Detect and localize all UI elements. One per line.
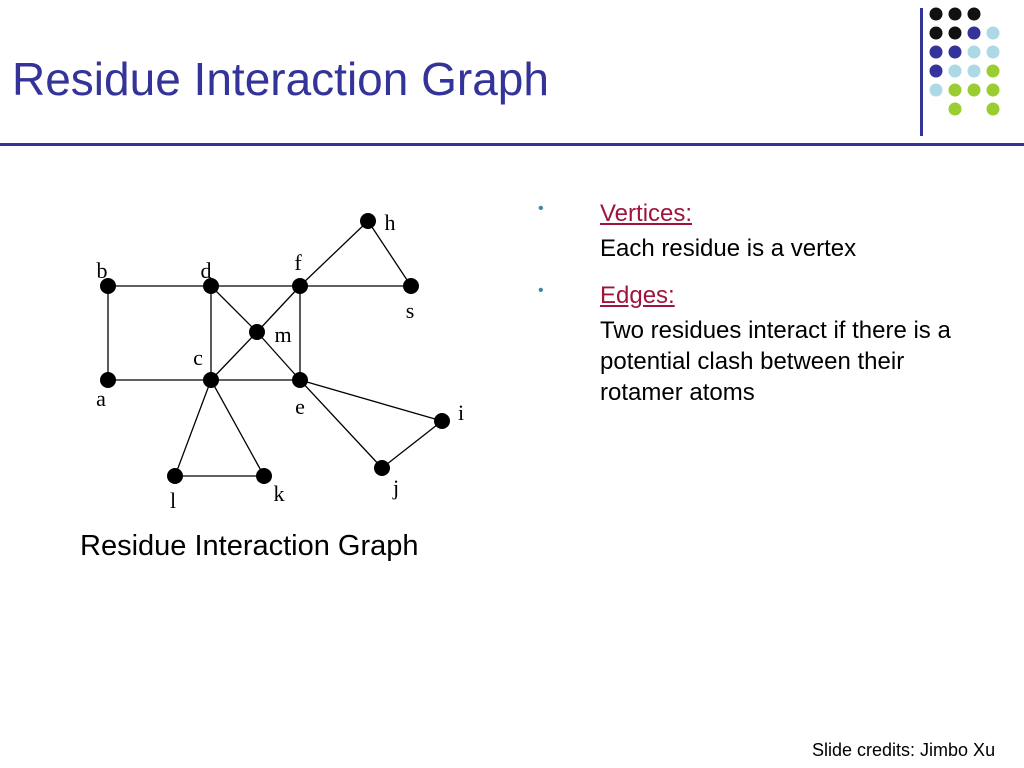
graph-edge-c-k bbox=[210, 379, 265, 477]
graph-vertex-j bbox=[374, 460, 390, 476]
graph-vertex-label-j: j bbox=[392, 475, 399, 500]
decor-dot bbox=[967, 45, 981, 59]
graph-vertex-s bbox=[403, 278, 419, 294]
graph-edge-h-s bbox=[367, 220, 412, 287]
decor-dot bbox=[948, 7, 962, 21]
bullet-vertices: • Vertices: Each residue is a vertex bbox=[538, 198, 998, 264]
graph-vertex-label-m: m bbox=[274, 322, 291, 347]
decor-dot bbox=[967, 7, 981, 21]
decor-dot bbox=[967, 26, 981, 40]
decor-dot bbox=[986, 26, 1000, 40]
decor-dot bbox=[929, 26, 943, 40]
bullet-edges: • Edges: Two residues interact if there … bbox=[538, 280, 998, 408]
graph-vertex-label-c: c bbox=[193, 345, 203, 370]
slide-credits: Slide credits: Jimbo Xu bbox=[812, 740, 996, 760]
graph-edge-e-j bbox=[299, 379, 383, 469]
graph-vertex-label-l: l bbox=[170, 488, 176, 513]
graph-edge-m-f bbox=[256, 285, 301, 333]
graph-vertex-h bbox=[360, 213, 376, 229]
graph-edge-f-h bbox=[299, 220, 369, 287]
decor-dot bbox=[986, 102, 1000, 116]
graph-vertex-label-h: h bbox=[385, 210, 396, 235]
graph-vertex-label-i: i bbox=[458, 400, 464, 425]
graph-vertex-k bbox=[256, 468, 272, 484]
decor-dot bbox=[967, 83, 981, 97]
residue-interaction-graph: a b c d e f h i j k l m s bbox=[96, 210, 464, 513]
bullet-dot-icon: • bbox=[538, 200, 544, 217]
graph-vertex-label-d: d bbox=[201, 258, 212, 283]
corner-divider bbox=[920, 8, 923, 136]
graph-vertex-label-e: e bbox=[295, 394, 305, 419]
decor-dot bbox=[948, 64, 962, 78]
graph-vertex-e bbox=[292, 372, 308, 388]
decorative-dot-grid bbox=[929, 7, 1000, 116]
bullet-body: Each residue is a vertex bbox=[600, 235, 857, 262]
graph-caption: Residue Interaction Graph bbox=[80, 530, 419, 562]
graph-vertex-l bbox=[167, 468, 183, 484]
decor-dot bbox=[929, 7, 943, 21]
graph-edge-c-l bbox=[174, 379, 212, 477]
decor-dot bbox=[948, 83, 962, 97]
graph-vertex-label-a: a bbox=[96, 386, 106, 411]
bullet-list: • Vertices: Each residue is a vertex • E… bbox=[538, 198, 998, 424]
graph-vertex-label-b: b bbox=[97, 258, 108, 283]
decor-dot bbox=[929, 83, 943, 97]
graph-vertex-label-k: k bbox=[274, 481, 285, 506]
bullet-heading: Edges: bbox=[600, 282, 675, 309]
graph-vertex-label-s: s bbox=[406, 298, 415, 323]
decor-dot bbox=[967, 64, 981, 78]
decor-dot bbox=[948, 26, 962, 40]
decor-dot bbox=[948, 102, 962, 116]
graph-vertex-f bbox=[292, 278, 308, 294]
graph-vertex-c bbox=[203, 372, 219, 388]
title-divider bbox=[0, 143, 1024, 146]
graph-vertex-label-f: f bbox=[294, 250, 302, 275]
graph-vertex-i bbox=[434, 413, 450, 429]
graph-edge-e-i bbox=[299, 379, 443, 422]
bullet-heading: Vertices: bbox=[600, 200, 693, 227]
graph-edge-d-m bbox=[210, 285, 258, 333]
decor-dot bbox=[986, 64, 1000, 78]
decor-dot bbox=[929, 45, 943, 59]
decor-dot bbox=[986, 83, 1000, 97]
decor-dot bbox=[948, 45, 962, 59]
graph-vertex-a bbox=[100, 372, 116, 388]
graph-edge-c-m bbox=[210, 331, 258, 381]
slide-title: Residue Interaction Graph bbox=[12, 53, 549, 105]
decor-dot bbox=[929, 64, 943, 78]
graph-edge-j-i bbox=[381, 420, 443, 469]
graph-vertex-d bbox=[203, 278, 219, 294]
graph-vertex-b bbox=[100, 278, 116, 294]
graph-vertex-m bbox=[249, 324, 265, 340]
bullet-body: Two residues interact if there is a pote… bbox=[600, 317, 951, 406]
bullet-dot-icon: • bbox=[538, 282, 544, 299]
decor-dot bbox=[986, 45, 1000, 59]
graph-edge-m-e bbox=[256, 331, 301, 381]
